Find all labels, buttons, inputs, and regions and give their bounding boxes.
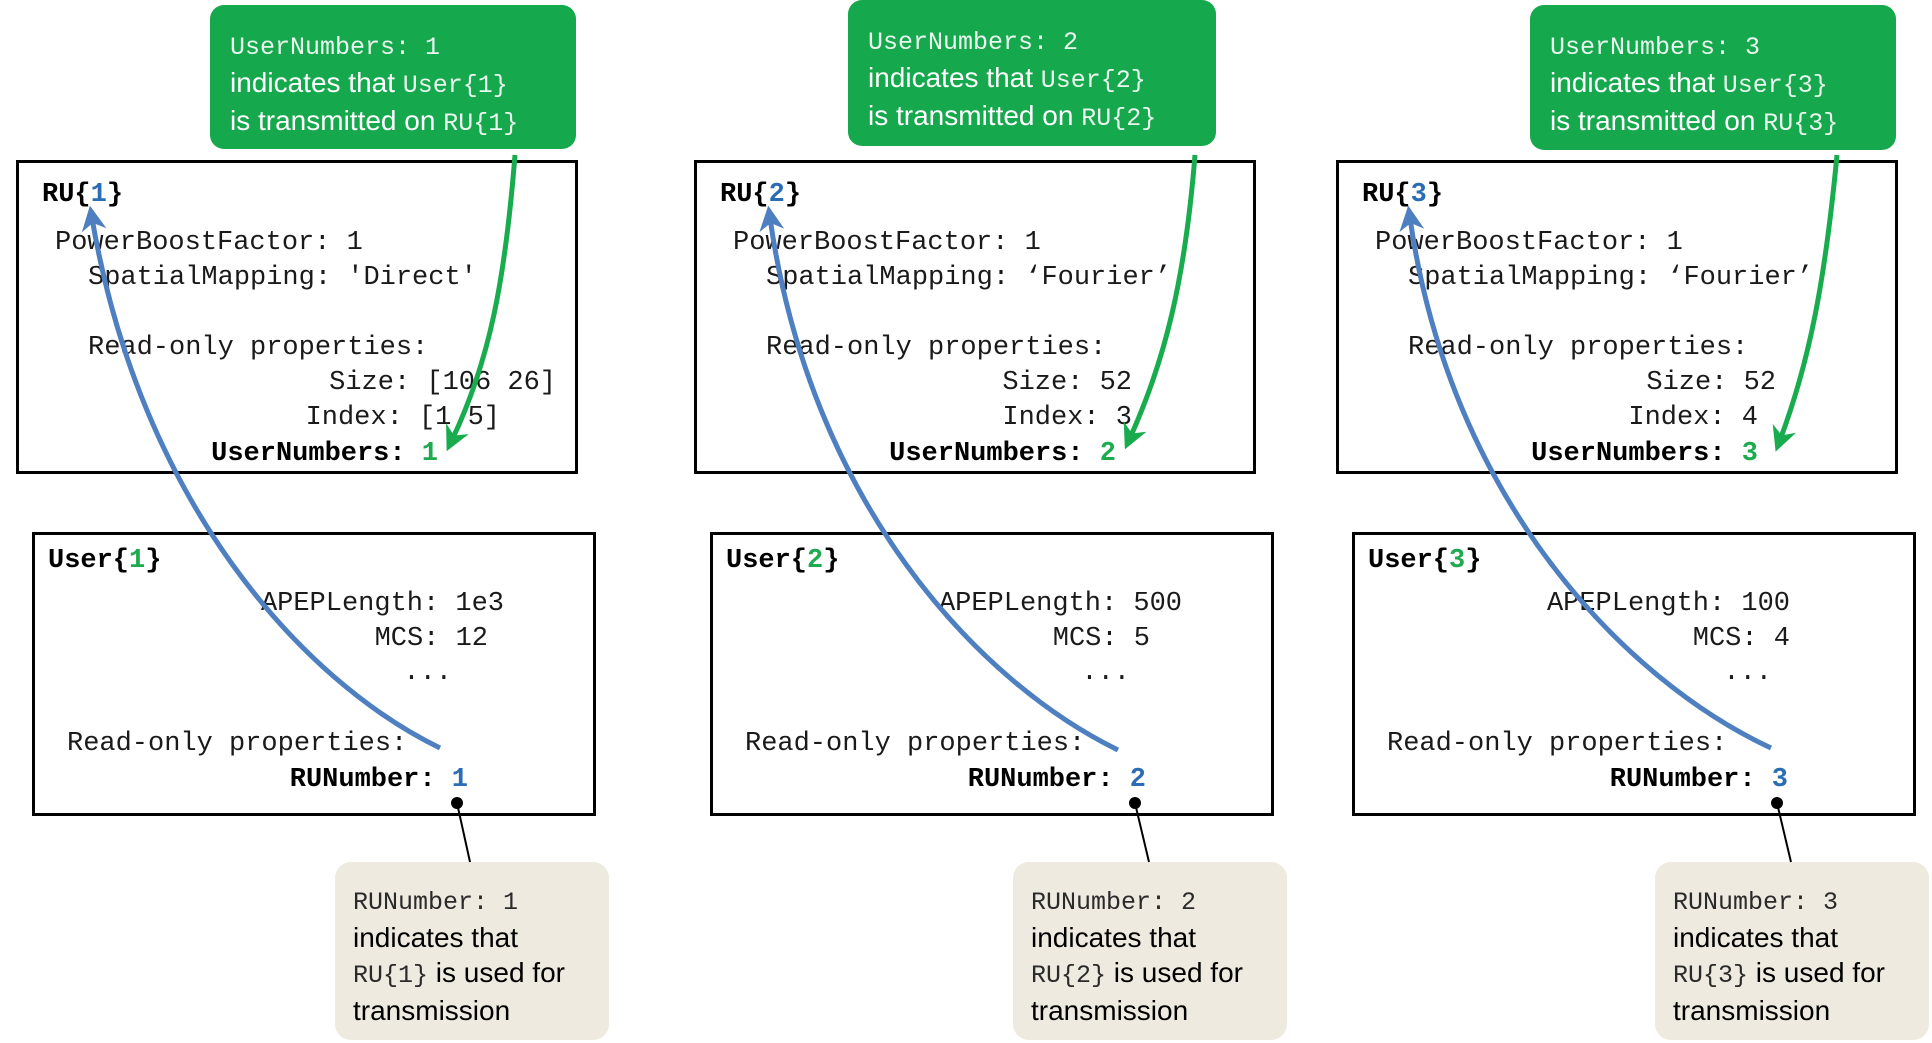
spatial-mapping: SpatialMapping: ‘Fourier’ [1408, 263, 1814, 293]
user-ru-number: RUNumber: 3 [1609, 765, 1788, 795]
top-callout-3: UserNumbers: 3 indicates that User{3} is… [1530, 5, 1896, 150]
user-box-title-1: User{1} [48, 546, 162, 576]
ru-size: Size: [106 26] [329, 368, 556, 398]
ru-size: Size: 52 [1646, 368, 1776, 398]
user-apep-length: APEPLength: 500 [938, 589, 1182, 619]
user-mcs: MCS: 4 [1692, 624, 1790, 654]
user-ellipsis: ... [403, 658, 452, 688]
user-box-title-2: User{2} [726, 546, 840, 576]
top-callout-2: UserNumbers: 2 indicates that User{2} is… [848, 0, 1216, 146]
spatial-mapping: SpatialMapping: ‘Fourier’ [766, 263, 1172, 293]
user-mcs: MCS: 5 [1052, 624, 1150, 654]
user-readonly-label: Read-only properties: [1387, 729, 1728, 759]
ru-user-numbers: UserNumbers: 2 [889, 439, 1116, 469]
ru-box-title-1: RU{1} [42, 180, 124, 210]
ru-index: Index: 3 [1002, 403, 1132, 433]
user-readonly-label: Read-only properties: [745, 729, 1086, 759]
power-boost-factor: PowerBoostFactor: 1 [733, 228, 1041, 258]
bottom-callout-2: RUNumber: 2 indicates that RU{2} is used… [1013, 862, 1287, 1040]
callout-user-numbers-text: UserNumbers: 1 [230, 33, 441, 62]
user-ru-number: RUNumber: 2 [967, 765, 1146, 795]
power-boost-factor: PowerBoostFactor: 1 [55, 228, 363, 258]
ru-box-title-3: RU{3} [1362, 180, 1444, 210]
top-callout-1: UserNumbers: 1 indicates that User{1} is… [210, 5, 576, 149]
user-apep-length: APEPLength: 1e3 [260, 589, 504, 619]
ru-user-numbers: UserNumbers: 1 [211, 439, 438, 469]
user-mcs: MCS: 12 [374, 624, 488, 654]
bottom-callout-3: RUNumber: 3 indicates that RU{3} is used… [1655, 862, 1929, 1040]
bottom-callout-1: RUNumber: 1 indicates that RU{1} is used… [335, 862, 609, 1040]
ru-box-title-2: RU{2} [720, 180, 802, 210]
ru-readonly-label: Read-only properties: [766, 333, 1107, 363]
ru-readonly-label: Read-only properties: [1408, 333, 1749, 363]
user-box-title-3: User{3} [1368, 546, 1482, 576]
power-boost-factor: PowerBoostFactor: 1 [1375, 228, 1683, 258]
spatial-mapping: SpatialMapping: 'Direct' [88, 263, 477, 293]
user-apep-length: APEPLength: 100 [1546, 589, 1790, 619]
ru-index: Index: [1 5] [305, 403, 500, 433]
user-ellipsis: ... [1723, 658, 1772, 688]
ru-readonly-label: Read-only properties: [88, 333, 429, 363]
ru-index: Index: 4 [1628, 403, 1758, 433]
ru-user-numbers: UserNumbers: 3 [1531, 439, 1758, 469]
user-readonly-label: Read-only properties: [67, 729, 408, 759]
user-ru-number: RUNumber: 1 [289, 765, 468, 795]
ru-size: Size: 52 [1002, 368, 1132, 398]
user-ellipsis: ... [1081, 658, 1130, 688]
